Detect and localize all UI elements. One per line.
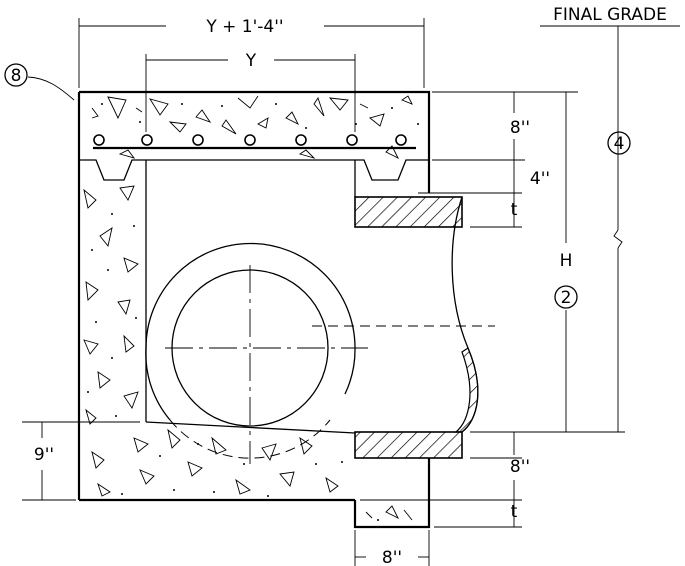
callout-8-text: 8 xyxy=(11,66,22,86)
invert-offset-label: 9'' xyxy=(34,445,54,465)
callout-2: 2 xyxy=(554,285,578,309)
callout-4: 4 xyxy=(607,131,631,155)
base-width-label: 8'' xyxy=(382,548,402,566)
pipe-section xyxy=(145,242,368,464)
final-grade-label: FINAL GRADE xyxy=(553,5,667,25)
callout-4-text: 4 xyxy=(614,134,625,154)
bottom-slab-label: 8'' xyxy=(510,457,530,477)
dimension-lines xyxy=(22,18,680,566)
overall-width-label: Y + 1'-4'' xyxy=(205,17,283,37)
callout-8: 8 xyxy=(4,63,28,87)
pipe-wall-top-label: t xyxy=(511,200,518,220)
rebar xyxy=(93,134,416,150)
concrete-texture xyxy=(83,95,413,521)
recess-label: 4'' xyxy=(530,169,550,189)
top-slab-label: 8'' xyxy=(510,118,530,138)
outlet-pipe xyxy=(312,196,495,459)
concrete-dots xyxy=(87,103,419,521)
height-label: H xyxy=(560,251,573,271)
structure-outline xyxy=(77,90,431,529)
pipe-wall-bottom-label: t xyxy=(511,502,518,522)
callout-2-text: 2 xyxy=(561,288,572,308)
inner-width-label: Y xyxy=(245,51,257,71)
